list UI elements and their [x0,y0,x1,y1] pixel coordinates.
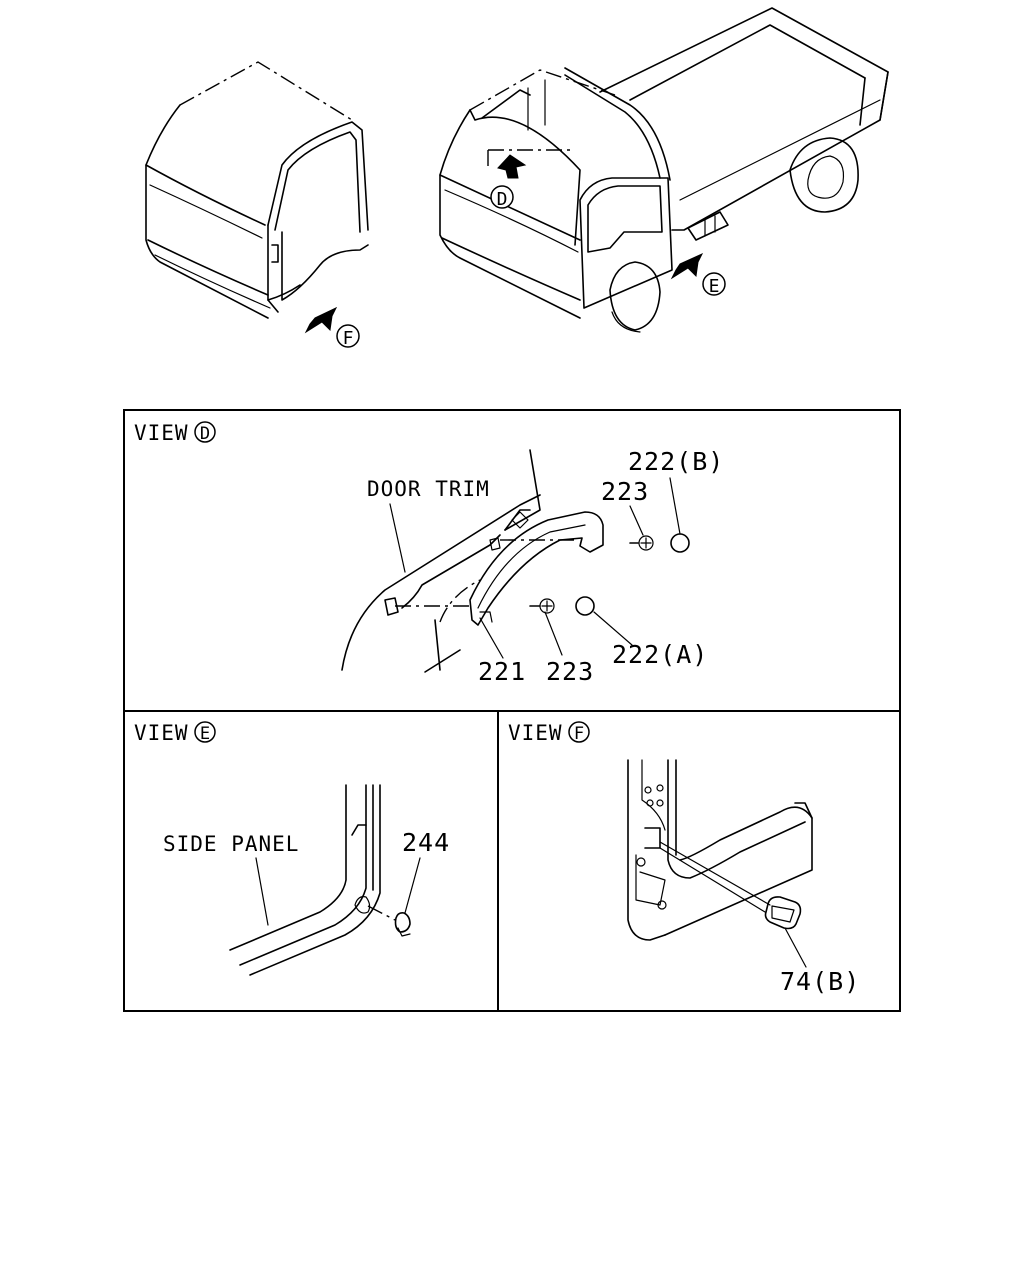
marker-f-letter: F [343,328,354,349]
truck-illustration [439,7,889,333]
view-f-letter: F [574,724,584,744]
marker-f-circle [336,324,360,348]
part-74b-label: 74(B) [780,967,860,996]
arrow-f-marker: F [304,306,360,349]
part-222a-label: 222(A) [612,640,708,669]
side-panel-label: SIDE PANEL [163,832,299,856]
view-e-circle [194,721,216,743]
part-223-bottom-label: 223 [546,657,594,686]
view-f-title: VIEW [508,721,563,745]
view-d-letter: D [200,424,210,444]
view-e-letter: E [200,724,210,744]
part-223-top-label: 223 [601,477,649,506]
view-d-panel: VIEW D DOOR TRIM [134,421,724,686]
arrow-e-marker: E [670,252,726,297]
view-f-circle [568,721,590,743]
part-221-label: 221 [478,657,526,686]
view-e-panel: VIEW E SIDE PANEL 244 [134,721,450,976]
arrow-d-marker: D [490,154,527,210]
part-222b-label: 222(B) [628,447,724,476]
view-e-title: VIEW [134,721,189,745]
cab-illustration-left [145,61,369,319]
door-trim-label: DOOR TRIM [367,477,490,501]
marker-d-circle [490,185,514,209]
part-244-label: 244 [402,828,450,857]
marker-e-letter: E [709,276,720,297]
marker-e-circle [702,272,726,296]
view-d-circle [194,421,216,443]
marker-d-letter: D [497,189,508,210]
view-f-panel: VIEW F 74(B) [508,721,860,996]
view-d-title: VIEW [134,421,189,445]
